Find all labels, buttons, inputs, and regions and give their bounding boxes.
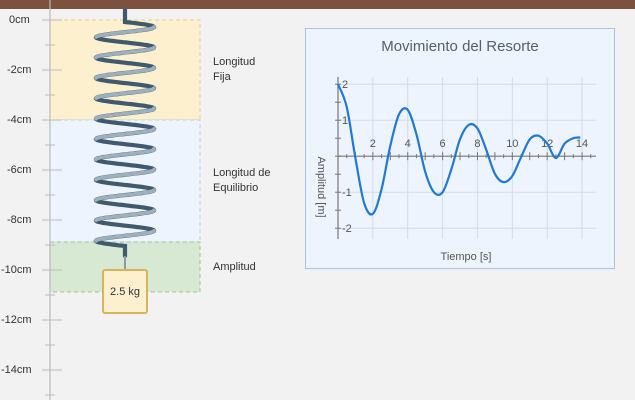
ruler-label-14: -14cm	[1, 364, 32, 376]
ruler-label-4: -4cm	[7, 114, 31, 126]
y-tick-labels: 2 1 -1 -2	[342, 79, 352, 235]
spring-coil[interactable]	[94, 25, 156, 243]
chart-grid	[338, 77, 596, 239]
equilibrium-length-label: Longitud de Equilibrio	[213, 167, 271, 194]
y-tick-label: -1	[342, 187, 352, 199]
ruler-ticks	[42, 19, 62, 396]
mass-label: 2.5 kg	[110, 285, 140, 298]
ruler-label-2: -2cm	[7, 64, 31, 76]
y-tick-label: 1	[342, 115, 348, 127]
y-axis-label: Amplitud [m]	[315, 156, 327, 217]
x-tick-label: 14	[576, 138, 588, 150]
y-tick-label: -2	[342, 223, 352, 235]
ruler-label-10: -10cm	[1, 264, 32, 276]
amplitude-label: Amplitud	[213, 261, 256, 273]
x-axis-label: Tiempo [s]	[441, 251, 492, 263]
ruler-label-6: -6cm	[7, 164, 31, 176]
equilibrium-zone	[49, 119, 201, 243]
x-tick-label: 2	[370, 138, 376, 150]
x-tick-label: 10	[506, 138, 518, 150]
mass-block[interactable]	[102, 269, 148, 314]
ruler-label-8: -8cm	[7, 214, 31, 226]
graph-title: Movimiento del Resorte	[381, 38, 539, 55]
amplitude-series-line	[336, 83, 581, 216]
x-tick-label: 4	[405, 138, 411, 150]
ruler-label-12: -12cm	[1, 314, 32, 326]
top-bar	[0, 0, 635, 9]
x-tick-label: 8	[474, 138, 480, 150]
y-tick-label: 2	[342, 79, 348, 91]
x-tick-label: 6	[440, 138, 446, 150]
ruler-label-0: 0cm	[9, 14, 30, 26]
fixed-length-label: Longitud Fija	[213, 56, 256, 83]
